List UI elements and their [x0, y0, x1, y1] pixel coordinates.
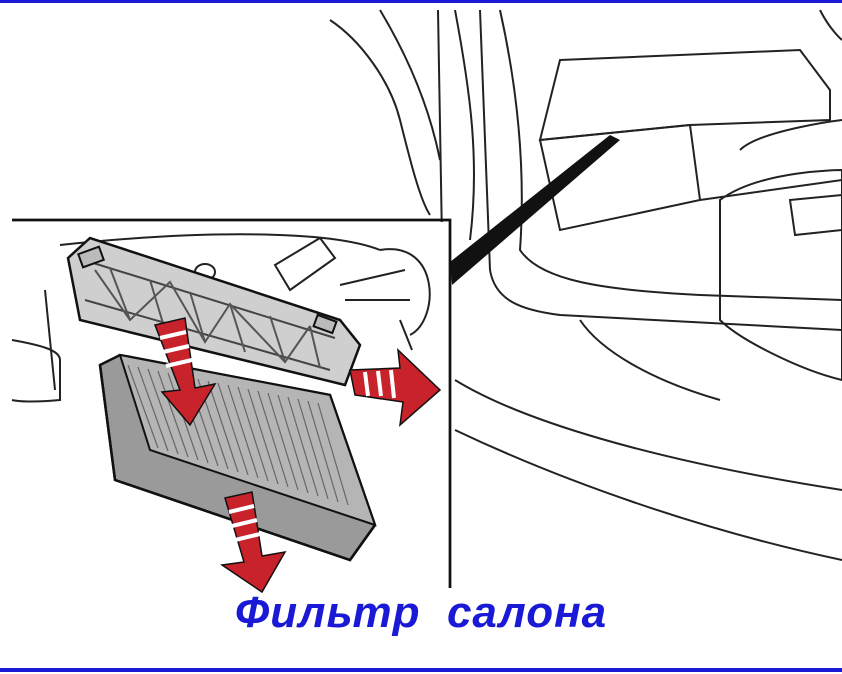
car-interior-lineart	[329, 9, 842, 561]
zoom-pointer	[450, 135, 620, 285]
arrow-cover-down	[153, 317, 217, 427]
arrow-cover-right	[349, 348, 442, 427]
bottom-blue-border	[0, 668, 842, 672]
arrow-filter-out	[219, 491, 287, 594]
top-blue-border	[0, 0, 842, 3]
caption-title: Фильтр салона	[234, 588, 608, 637]
filter-cover	[66, 236, 362, 387]
